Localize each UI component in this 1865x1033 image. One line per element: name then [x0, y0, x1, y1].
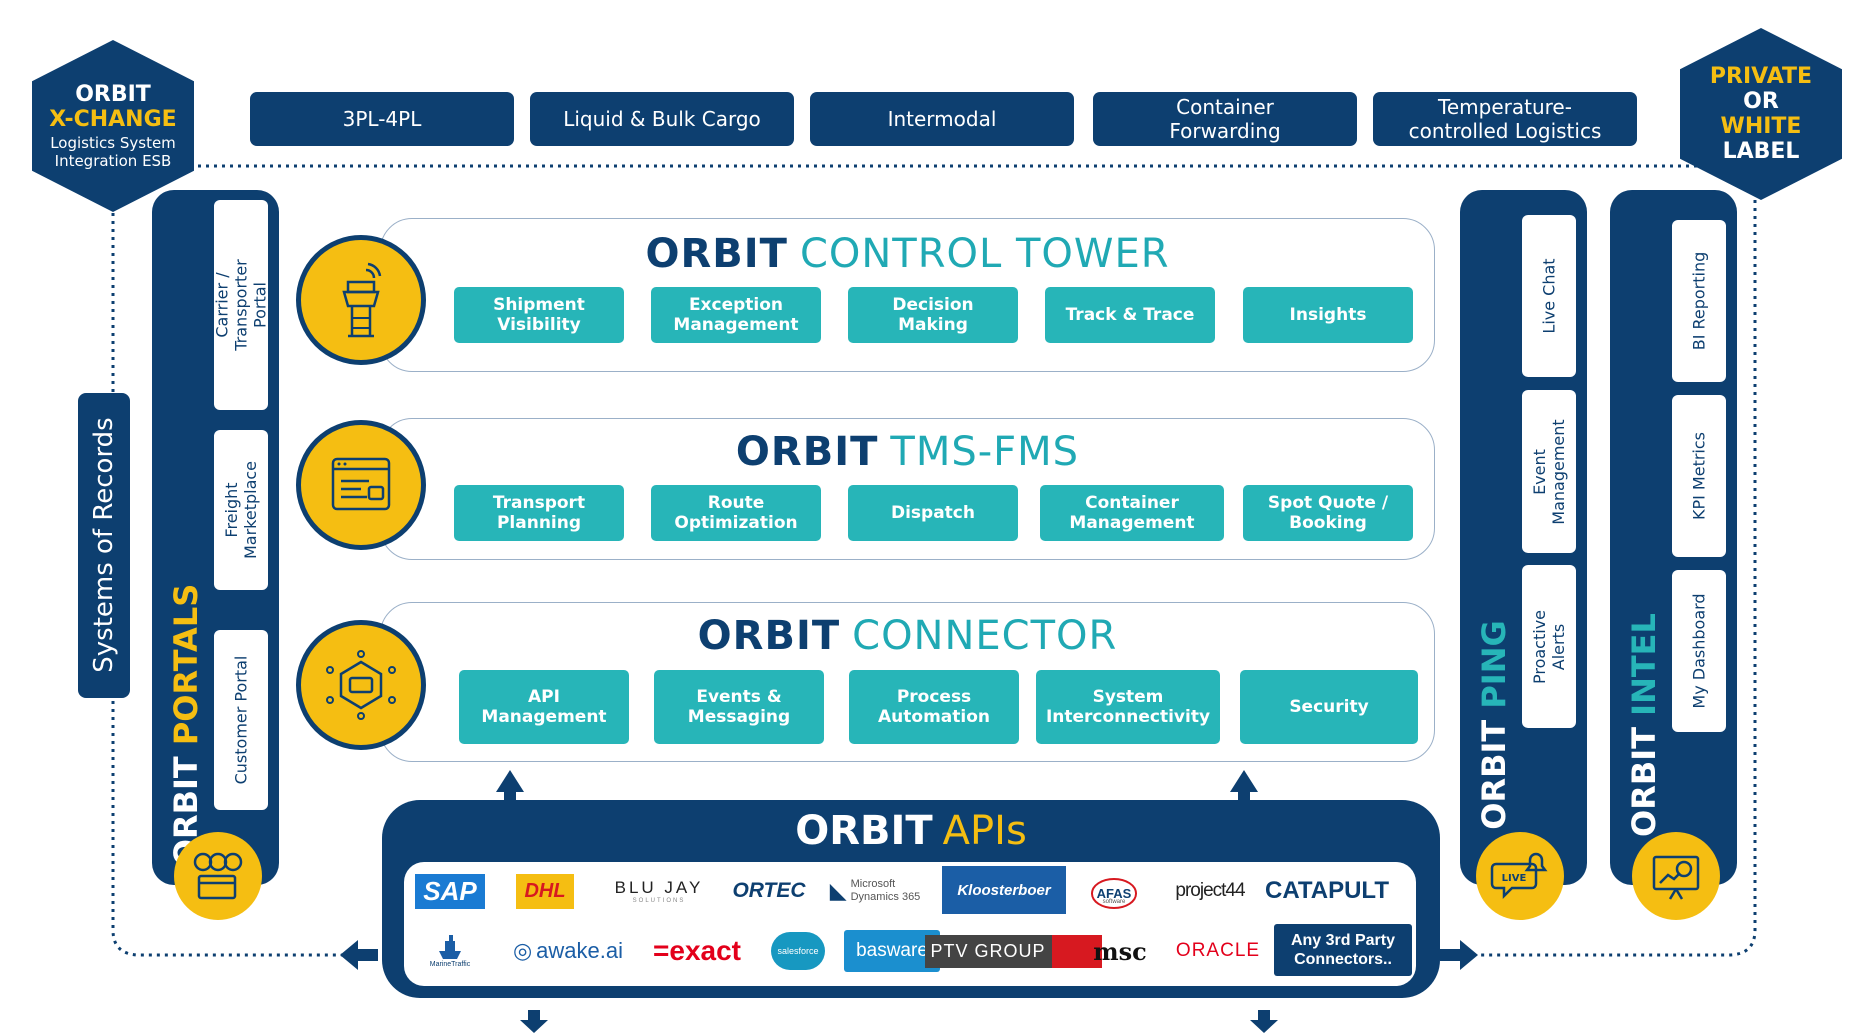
category-3pl-4pl: 3PL-4PL — [250, 92, 514, 146]
logo-salesforce: salesforce — [766, 924, 830, 978]
systems-of-records: Systems of Records — [78, 393, 130, 698]
category-container-forwarding: Container Forwarding — [1093, 92, 1357, 146]
xchange-hexagon: ORBIT X-CHANGE Logistics System Integrat… — [32, 40, 194, 212]
category-temperature-controlled: Temperature- controlled Logistics — [1373, 92, 1637, 146]
category-intermodal: Intermodal — [810, 92, 1074, 146]
module-dispatch[interactable]: Dispatch — [848, 485, 1018, 541]
private-label-1: PRIVATE — [1709, 64, 1813, 89]
module-track-trace[interactable]: Track & Trace — [1045, 287, 1215, 343]
third-party-connectors[interactable]: Any 3rd Party Connectors.. — [1274, 924, 1412, 976]
intel-item-kpi-metrics: KPI Metrics — [1672, 395, 1726, 557]
module-shipment-visibility[interactable]: Shipment Visibility — [454, 287, 624, 343]
logo-dhl: DHL — [510, 868, 580, 914]
portal-item-marketplace: Freight Marketplace — [214, 430, 268, 590]
ping-item-event-management: Event Management — [1522, 390, 1576, 553]
private-label-4: LABEL — [1722, 139, 1800, 164]
network-hub-icon — [326, 650, 396, 720]
logo-basware: basware — [844, 930, 940, 972]
portals-badge — [174, 832, 262, 920]
ping-item-live-chat: Live Chat — [1522, 215, 1576, 377]
intel-title: ORBIT INTEL — [1625, 613, 1663, 837]
logo-bluejay: BLU JAY SOLUTIONS — [614, 878, 704, 904]
planning-window-icon — [331, 457, 391, 511]
module-events-messaging[interactable]: Events & Messaging — [654, 670, 824, 744]
awake-icon: ◎ — [512, 938, 533, 963]
intel-item-bi-reporting: BI Reporting — [1672, 220, 1726, 382]
module-transport-planning[interactable]: Transport Planning — [454, 485, 624, 541]
module-spot-quote-booking[interactable]: Spot Quote / Booking — [1243, 485, 1413, 541]
intel-item-my-dashboard: My Dashboard — [1672, 570, 1726, 732]
ping-badge: LIVE — [1476, 832, 1564, 920]
control-tower-badge — [296, 235, 426, 365]
intel-column: ORBIT INTEL BI Reporting KPI Metrics My … — [1610, 190, 1737, 885]
logo-marinetraffic: MarineTraffic — [410, 928, 490, 974]
svg-text:LIVE: LIVE — [1502, 873, 1527, 884]
module-container-management[interactable]: Container Management — [1040, 485, 1224, 541]
payment-icon — [193, 852, 243, 900]
private-label-hexagon: PRIVATE OR WHITE LABEL — [1680, 28, 1842, 200]
logo-awake-ai: ◎ awake.ai — [512, 938, 624, 963]
dashboard-report-icon — [1652, 855, 1700, 900]
portals-column: ORBIT PORTALS Carrier / Transporter Port… — [152, 190, 279, 885]
private-label-2: OR — [1743, 89, 1779, 114]
logo-ortec: ORTEC — [732, 879, 806, 902]
xchange-name: X-CHANGE — [49, 107, 177, 132]
private-label-3: WHITE — [1720, 114, 1802, 139]
logo-oracle: ORACLE — [1175, 940, 1261, 961]
tms-fms-badge — [296, 420, 426, 550]
logo-catapult: CATAPULT — [1265, 877, 1389, 904]
partner-logos-area: SAP DHL BLU JAY SOLUTIONS ORTEC ◣ Micros… — [404, 862, 1416, 986]
module-route-optimization[interactable]: Route Optimization — [651, 485, 821, 541]
intel-badge — [1632, 832, 1720, 920]
logo-kloosterboer: Kloosterboer — [942, 866, 1066, 914]
ping-title: ORBIT PING — [1475, 620, 1513, 830]
xchange-brand: ORBIT — [75, 82, 151, 107]
ship-icon — [439, 934, 461, 959]
ping-column: ORBIT PING Live Chat Event Management Pr… — [1460, 190, 1587, 885]
dynamics-icon: ◣ — [829, 878, 847, 903]
live-notification-icon: LIVE — [1490, 852, 1548, 900]
xchange-desc-1: Logistics System — [50, 134, 176, 152]
xchange-desc-2: Integration ESB — [54, 152, 172, 170]
logo-msc: msc — [1093, 936, 1147, 966]
logo-sap: SAP — [412, 868, 488, 914]
module-security[interactable]: Security — [1240, 670, 1418, 744]
module-decision-making[interactable]: Decision Making — [848, 287, 1018, 343]
module-process-automation[interactable]: Process Automation — [849, 670, 1019, 744]
portal-item-customer: Customer Portal — [214, 630, 268, 810]
logo-exact: =exact — [653, 935, 741, 966]
logo-dynamics: ◣ Microsoft Dynamics 365 — [829, 878, 921, 903]
control-tower-icon — [342, 262, 382, 338]
module-api-management[interactable]: API Management — [459, 670, 629, 744]
portals-title: ORBIT PORTALS — [167, 583, 205, 867]
connector-badge — [296, 620, 426, 750]
module-exception-management[interactable]: Exception Management — [651, 287, 821, 343]
module-insights[interactable]: Insights — [1243, 287, 1413, 343]
category-liquid-bulk: Liquid & Bulk Cargo — [530, 92, 794, 146]
portal-item-carrier: Carrier / Transporter Portal — [213, 200, 270, 410]
logo-project44: project44 — [1175, 880, 1245, 901]
ping-item-proactive-alerts: Proactive Alerts — [1522, 565, 1576, 728]
systems-of-records-label: Systems of Records — [89, 417, 119, 673]
logo-afas: AFAS software — [1086, 868, 1142, 914]
logo-ptv-group: PTV GROUP — [924, 930, 1102, 972]
module-system-interconnectivity[interactable]: System Interconnectivity — [1036, 670, 1220, 744]
